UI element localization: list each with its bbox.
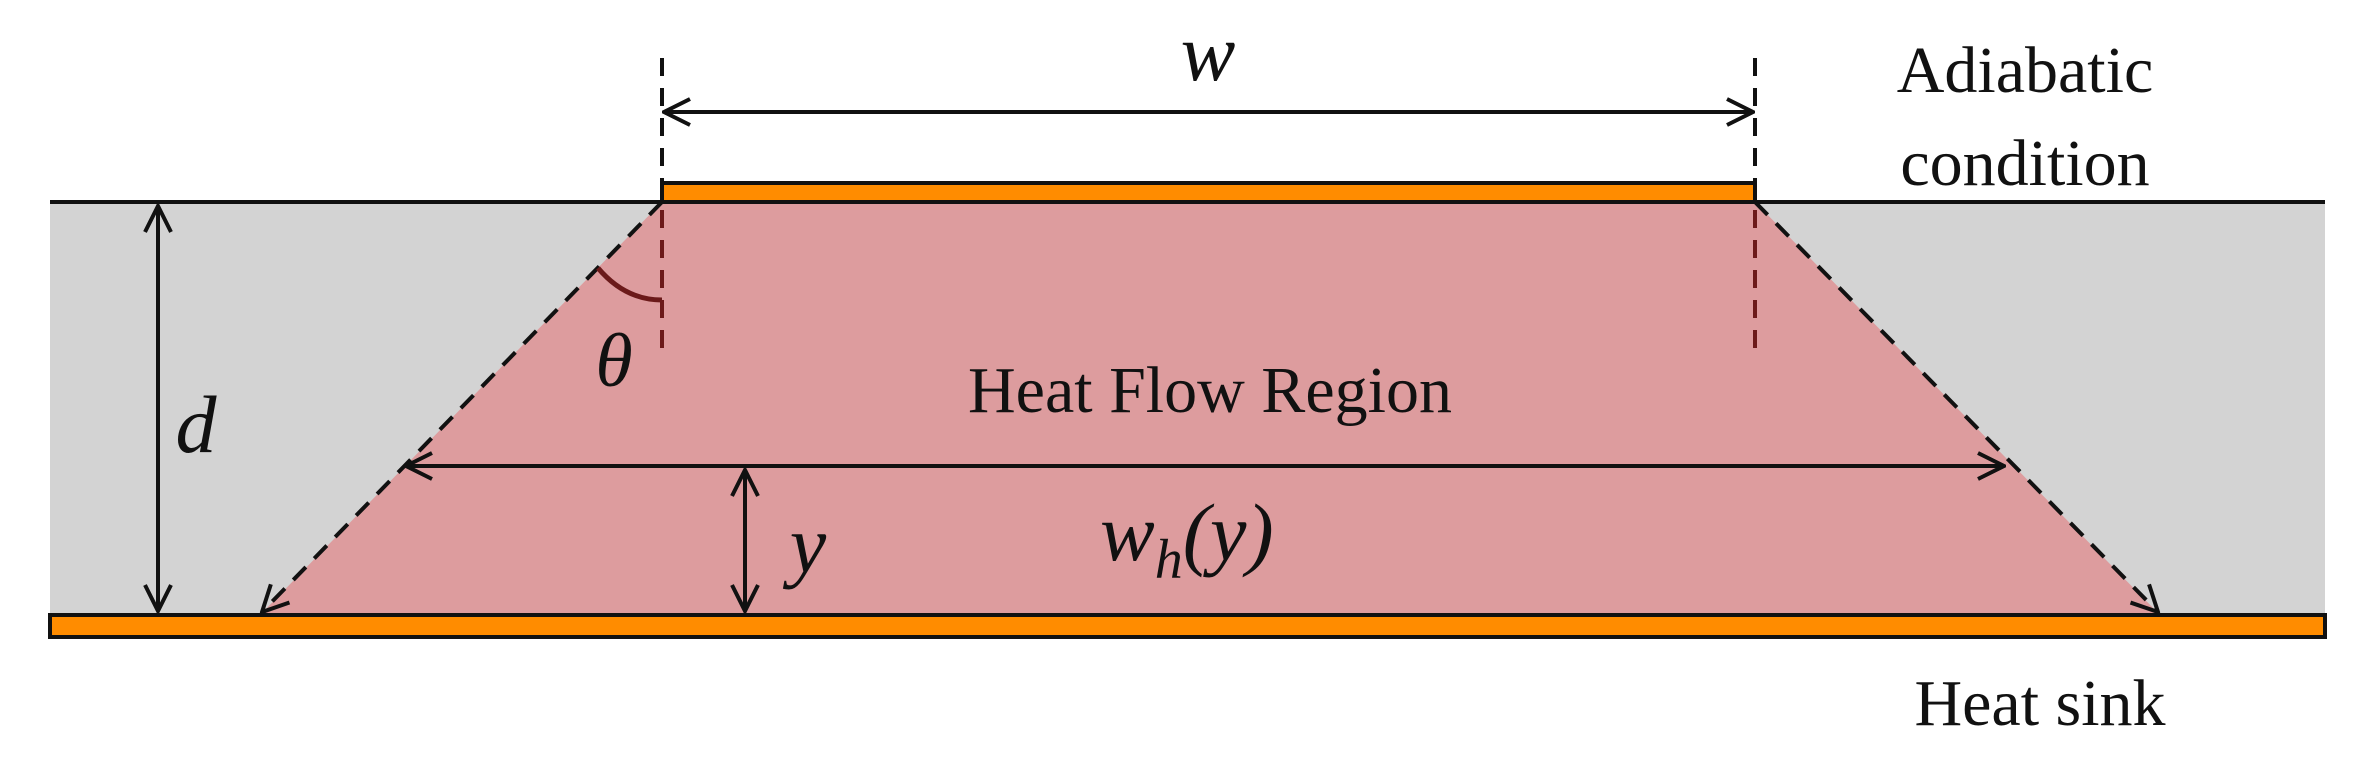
heat-width-arg: (y)	[1183, 487, 1274, 578]
angle-arc	[596, 266, 663, 303]
angle-label: θ	[595, 319, 632, 403]
heat-width-label: wh(y)	[1100, 487, 1274, 591]
region-title: Heat Flow Region	[968, 354, 1452, 427]
heater-strip	[660, 181, 1757, 204]
width-label: w	[1181, 7, 1236, 98]
depth-label: d	[176, 379, 218, 470]
spreading-line-right	[1753, 200, 2158, 612]
adiabatic-label-line2: condition	[1900, 127, 2149, 200]
adiabatic-label-line1: Adiabatic	[1897, 34, 2154, 107]
heat-width-sub: h	[1155, 529, 1183, 591]
heat-width-main: w	[1100, 487, 1155, 578]
height-label: y	[783, 499, 827, 590]
heat-sink-strip	[48, 613, 2327, 639]
heat-sink-label: Heat sink	[1914, 667, 2165, 740]
spreading-line-left	[262, 200, 664, 612]
